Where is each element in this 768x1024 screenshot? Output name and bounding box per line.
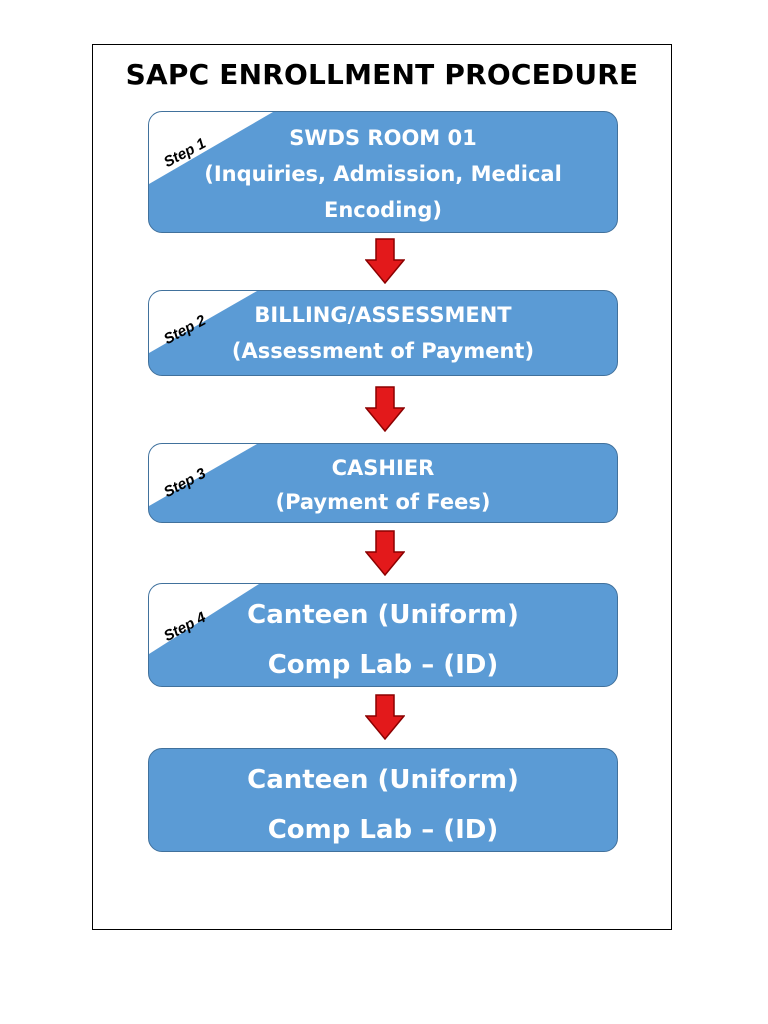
arrow-1	[365, 238, 405, 284]
step-4-line-2: Comp Lab – (ID)	[267, 650, 499, 680]
step-5-line-2: Comp Lab – (ID)	[267, 815, 499, 845]
step-4-box: Step 4 Canteen (Uniform) Comp Lab – (ID)	[148, 583, 618, 687]
step-1-line-1: SWDS ROOM 01	[289, 126, 477, 150]
step-3-line-1: CASHIER	[331, 456, 435, 480]
step-1-line-3: Encoding)	[324, 198, 442, 222]
step-1-box: Step 1 SWDS ROOM 01 (Inquiries, Admissio…	[148, 111, 618, 233]
step-3-line-2: (Payment of Fees)	[275, 490, 491, 514]
step-1-line-2: (Inquiries, Admission, Medical	[204, 162, 562, 186]
arrow-4	[365, 694, 405, 740]
step-5-line-1: Canteen (Uniform)	[247, 765, 519, 795]
arrow-2	[365, 386, 405, 432]
step-2-box: Step 2 BILLING/ASSESSMENT (Assessment of…	[148, 290, 618, 376]
step-2-line-2: (Assessment of Payment)	[231, 339, 535, 363]
step-2-line-1: BILLING/ASSESSMENT	[254, 303, 512, 327]
step-3-box: Step 3 CASHIER (Payment of Fees)	[148, 443, 618, 523]
diagram-title: SAPC ENROLLMENT PROCEDURE	[125, 58, 639, 91]
step-4-line-1: Canteen (Uniform)	[247, 600, 519, 630]
step-5-box: Canteen (Uniform) Comp Lab – (ID)	[148, 748, 618, 852]
arrow-3	[365, 530, 405, 576]
